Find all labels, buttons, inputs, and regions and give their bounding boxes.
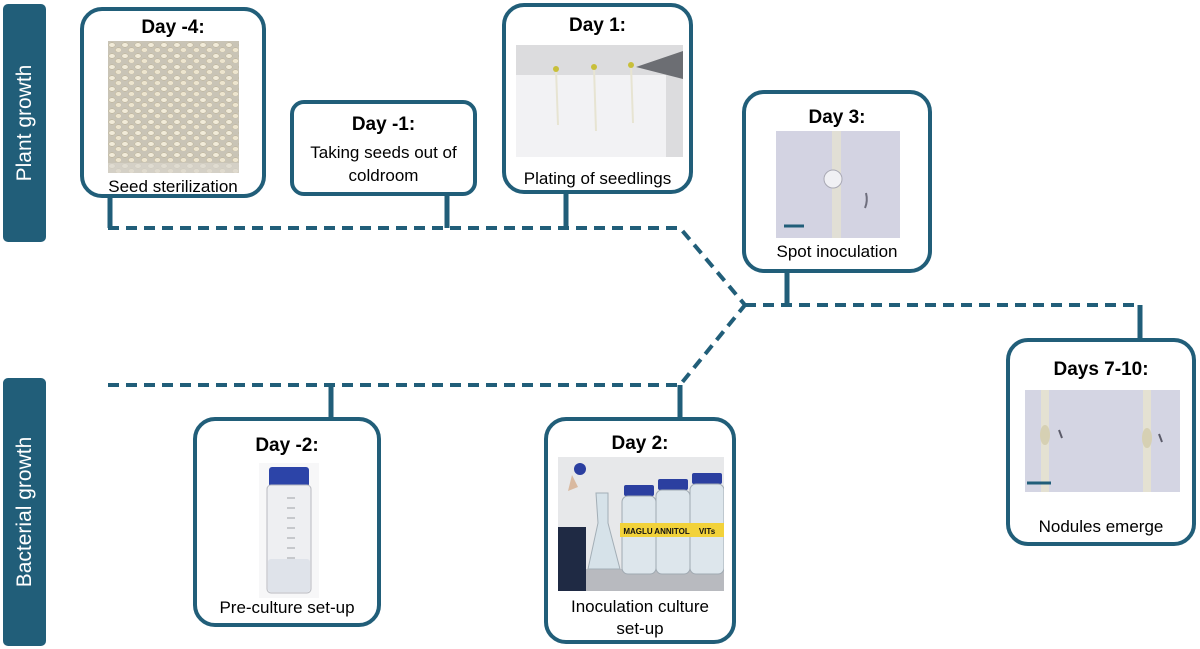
day-label: Day -4: <box>141 17 205 38</box>
media-bottles-photo: MAGLU ANNITOL VITs <box>558 457 724 591</box>
nodules-microscopy <box>1025 390 1180 492</box>
caption: Pre-culture set-up <box>219 598 355 617</box>
seeds-photo <box>108 41 239 173</box>
day-label: Day -2: <box>255 435 319 456</box>
caption: Seed sterilization <box>108 177 238 196</box>
caption-line-1: Taking seeds out of <box>310 143 457 162</box>
centrifuge-tube-photo <box>259 463 319 598</box>
step-day-3: Day 3: Spot inoculation <box>742 90 932 273</box>
caption-line-1: Inoculation culture <box>571 597 709 616</box>
step-days-7-10: Days 7-10: Nodules emerge <box>1006 338 1196 546</box>
plant-timeline <box>108 226 747 307</box>
day-label: Day -1: <box>351 114 416 135</box>
step-day-minus-2: Day -2: Pre-culture set-up <box>193 417 381 627</box>
caption: Nodules emerge <box>1038 517 1164 536</box>
step-day-1: Day 1: Plating of seedlings <box>502 3 693 194</box>
day-label: Day 3: <box>808 107 866 128</box>
caption: Plating of seedlings <box>523 169 672 188</box>
caption: Spot inoculation <box>776 242 898 261</box>
step-day-minus-4: Day -4: Seed sterilization <box>80 7 266 198</box>
day-label: Day 1: <box>568 15 627 36</box>
bottle-label-1: MAGLU <box>623 527 653 536</box>
bacterial-timeline <box>108 303 747 387</box>
bottle-label-2: ANNITOL <box>654 527 690 536</box>
bacterial-growth-lane: Bacterial growth <box>3 378 46 646</box>
day-label: Days 7-10: <box>1053 359 1149 380</box>
caption-line-2: set-up <box>616 619 664 638</box>
step-day-minus-1: Day -1: Taking seeds out of coldroom <box>290 100 477 196</box>
caption-line-2: coldroom <box>348 166 419 185</box>
seedlings-on-plate-photo <box>516 45 683 157</box>
spot-inoculation-microscopy <box>776 131 900 238</box>
step-day-2: Day 2: MAGLU ANNITOL VITs Inoculation cu… <box>544 417 736 644</box>
plant-growth-lane: Plant growth <box>3 4 46 242</box>
day-label: Day 2: <box>611 433 669 454</box>
bottle-label-3: VITs <box>699 527 716 536</box>
